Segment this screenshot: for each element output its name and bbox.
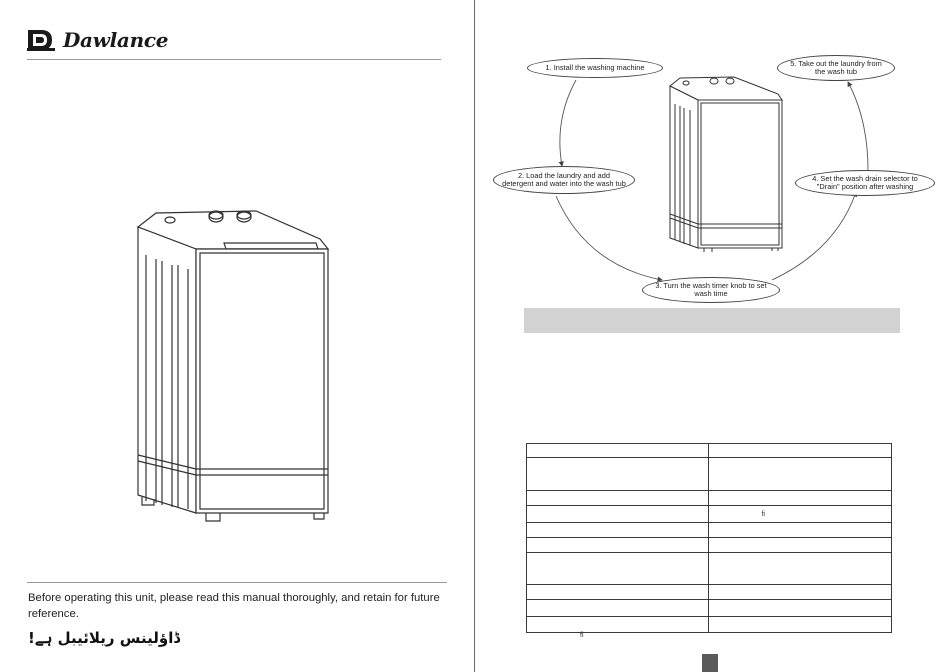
cycle-step-1: 1. Install the washing machine (527, 58, 663, 78)
table-cell (525, 537, 710, 553)
brand-name: Dawlance (63, 28, 169, 52)
cycle-step-4: 4. Set the wash drain selector to "Drain… (795, 170, 935, 196)
footer-rule (27, 582, 447, 583)
table-row (525, 490, 892, 506)
table-cell (525, 522, 710, 538)
cycle-step-5-label: 5. Take out the laundry from the wash tu… (790, 58, 882, 76)
table-cell (708, 616, 892, 633)
table-cell (525, 616, 710, 633)
cycle-step-1-label: 1. Install the washing machine (545, 62, 645, 72)
cycle-step-5: 5. Take out the laundry from the wash tu… (777, 55, 895, 81)
table-cell (525, 490, 710, 506)
washing-machine-illustration (136, 210, 330, 522)
table-cell (525, 457, 710, 491)
table-cell (708, 490, 892, 506)
table-row (525, 537, 892, 553)
table-cell (708, 537, 892, 553)
cover-page: Dawlance Before operating this unit, ple… (0, 0, 474, 672)
urdu-tagline: ڈاؤلینس ریلائیبل ہے! (28, 629, 181, 647)
table-row: fi (525, 505, 892, 523)
table-cell (708, 552, 892, 585)
table-cell (708, 457, 892, 491)
table-cell (708, 443, 892, 458)
table-cell (708, 599, 892, 617)
specification-table: fi (525, 443, 892, 633)
operation-cycle-arrows (555, 79, 869, 282)
table-cell (525, 599, 710, 617)
header-rule (27, 59, 441, 60)
table-row (525, 443, 892, 458)
table-row (525, 522, 892, 538)
brand-logo: Dawlance (27, 26, 168, 54)
read-manual-notice: Before operating this unit, please read … (28, 592, 440, 620)
cycle-step-2: 2. Load the laundry and add detergent an… (493, 166, 635, 194)
washing-machine-small-illustration (669, 76, 783, 252)
page-gutter (474, 0, 475, 672)
table-cell (525, 552, 710, 585)
table-cell (708, 522, 892, 538)
dawlance-logo-icon (27, 30, 55, 51)
cycle-step-4-label: 4. Set the wash drain selector to "Drain… (812, 173, 918, 191)
table-row (525, 584, 892, 600)
cycle-step-3-label: 3. Turn the wash timer knob to set wash … (655, 280, 767, 298)
table-cell (525, 505, 710, 523)
section-heading-band (524, 308, 900, 333)
table-row (525, 457, 892, 491)
table-row (525, 552, 892, 585)
cycle-step-3: 3. Turn the wash timer knob to set wash … (642, 277, 780, 303)
table-row (525, 599, 892, 617)
page-number-marker (702, 654, 718, 672)
cycle-step-2-label: 2. Load the laundry and add detergent an… (502, 170, 626, 188)
table-cell: fi (708, 505, 892, 523)
table-row (525, 616, 892, 633)
table-cell (525, 443, 710, 458)
table-footnote: fi (580, 632, 584, 639)
table-cell (708, 584, 892, 600)
table-cell (525, 584, 710, 600)
